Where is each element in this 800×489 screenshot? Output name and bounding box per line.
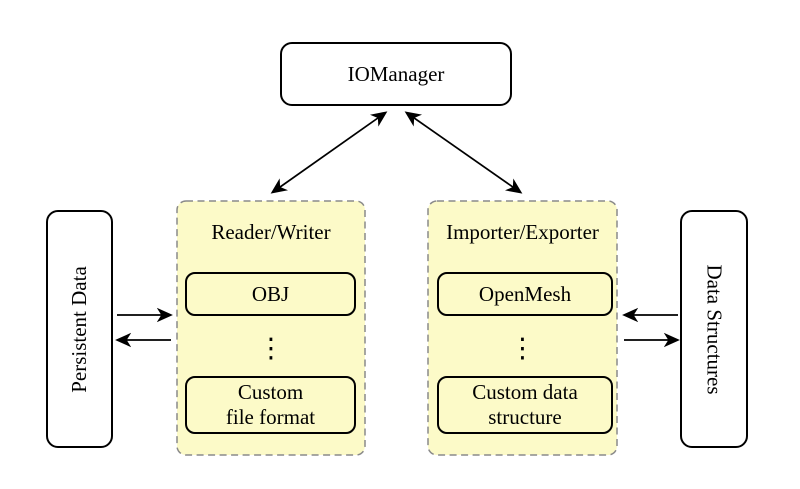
node-persistent-data-label: Persistent Data xyxy=(67,265,91,393)
group-importer-exporter-title: Importer/Exporter xyxy=(446,220,599,244)
node-custom-data-structure-line2: structure xyxy=(488,405,562,429)
arrow-iomanager-importer-exporter xyxy=(404,111,523,194)
node-custom-file-format-line2: file format xyxy=(225,405,316,429)
node-obj: OBJ xyxy=(185,272,356,316)
node-iomanager: IOManager xyxy=(280,42,512,106)
importer-exporter-ellipsis: ⋮ xyxy=(509,333,536,364)
node-data-structures: Data Structures xyxy=(680,210,748,448)
node-openmesh: OpenMesh xyxy=(437,272,613,316)
node-custom-data-structure-line1: Custom data xyxy=(472,380,578,404)
node-obj-label: OBJ xyxy=(251,281,290,306)
node-custom-file-format: Custom file format xyxy=(185,376,356,434)
group-reader-writer-title: Reader/Writer xyxy=(211,220,331,244)
reader-writer-ellipsis: ⋮ xyxy=(257,333,285,364)
node-persistent-data: Persistent Data xyxy=(46,210,113,448)
arrow-iomanager-reader-writer xyxy=(270,111,388,194)
node-openmesh-label: OpenMesh xyxy=(478,281,572,306)
node-custom-file-format-line1: Custom xyxy=(237,380,304,404)
node-data-structures-label: Data Structures xyxy=(702,263,727,395)
node-iomanager-label: IOManager xyxy=(347,61,445,86)
node-custom-data-structure: Custom data structure xyxy=(437,376,613,434)
